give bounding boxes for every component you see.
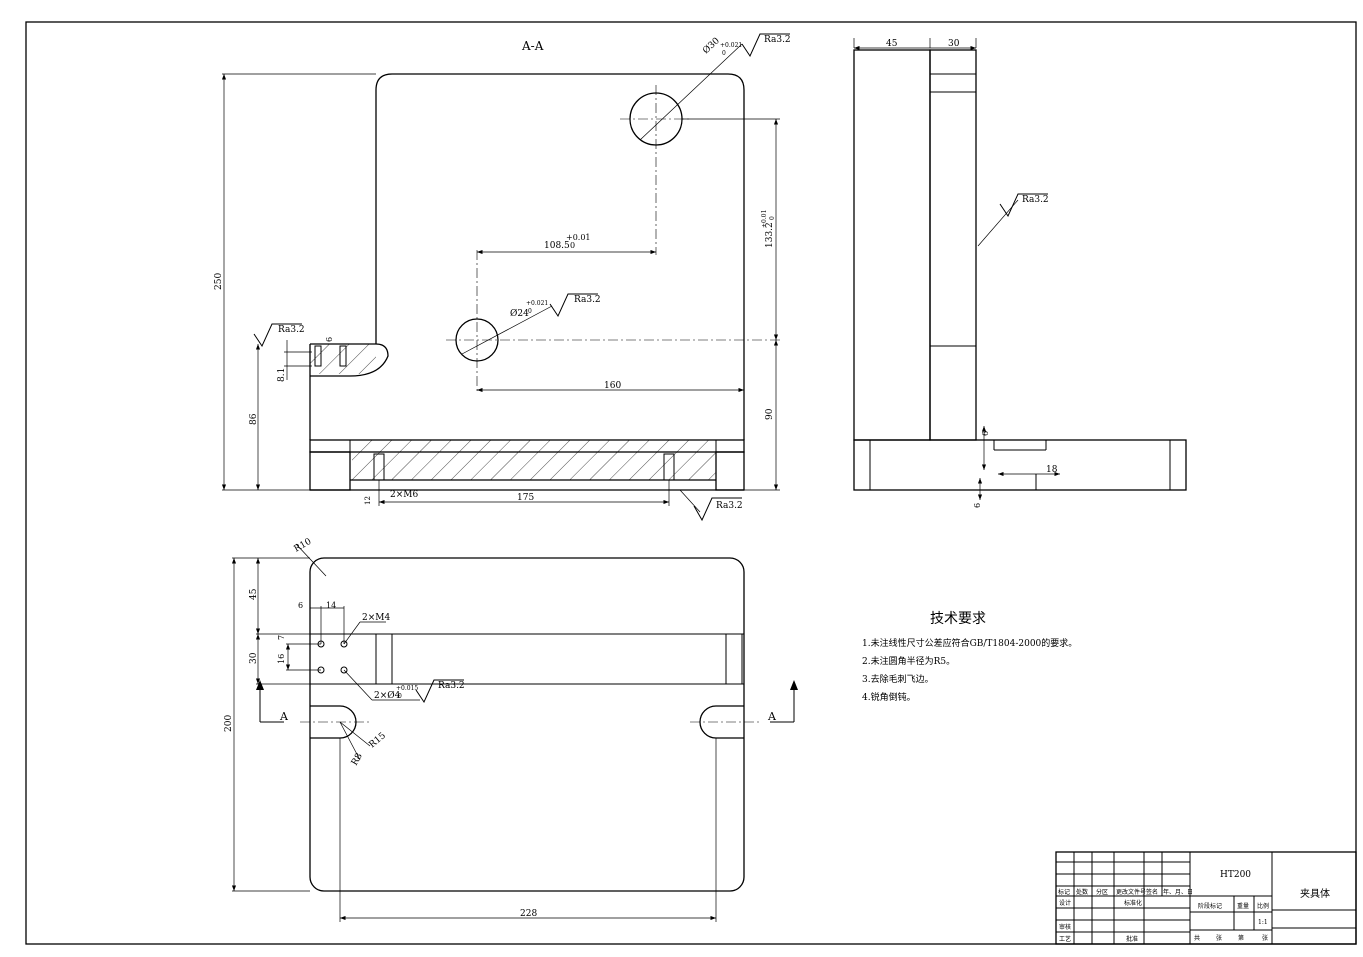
dim-hole-small: Ø24 [510,308,529,319]
svg-text:+0.01: +0.01 [761,210,768,228]
section-label: A-A [521,39,544,53]
dim-vertical-lower: 90 [765,408,775,420]
dim-side-width-left: 45 [886,39,898,49]
dim-plan-total-height: 200 [224,715,234,732]
svg-text:+0.021: +0.021 [720,42,742,49]
section-arrow-left: A [279,710,289,723]
dim-side-step-top: 6 [981,431,990,436]
sheet-unit2-label: 张 [1262,934,1268,942]
svg-text:Ra3.2: Ra3.2 [716,501,743,511]
approval-label: 批准 [1126,935,1138,943]
dim-side-step-bottom: 6 [973,503,982,508]
tech-req-item: 2.未注圆角半径为R5。 [862,655,955,667]
dim-plan-small-c: 7 [277,635,286,640]
sheet-unit-label: 张 [1216,934,1222,942]
tech-req-item: 1.未注线性尺寸公差应符合GB/T1804-2000的要求。 [862,637,1077,649]
row-label: 工艺 [1059,935,1071,943]
dim-plan-small-a: 6 [298,601,303,610]
material: HT200 [1220,870,1251,880]
header-label: 年、月、日 [1163,888,1193,896]
technical-requirements: 技术要求 1.未注线性尺寸公差应符合GB/T1804-2000的要求。 2.未注… [862,611,1077,703]
dim-plan-radius-slot: R15 [368,731,389,751]
drawing-frame [25,21,1357,945]
dim-center-distance: 160 [604,381,621,391]
dim-thread-note: 2×M6 [390,490,418,500]
standardization-label: 标准化 [1124,899,1142,907]
header-label: 签名 [1146,888,1158,896]
dim-side-width-right: 30 [948,39,960,49]
svg-text:Ra3.2: Ra3.2 [574,295,601,305]
svg-text:+0.01: +0.01 [566,233,591,242]
stage-mark-label: 阶段标记 [1198,902,1222,910]
scale-value: 1:1 [1258,919,1268,926]
plan-view: A A R10 200 45 30 6 14 7 16 2×M4 [224,537,798,922]
row-label: 审核 [1059,923,1071,931]
dim-side-step-width: 18 [1046,465,1058,475]
svg-text:+0.021: +0.021 [526,300,548,307]
tech-req-item: 4.锐角倒钝。 [862,691,916,703]
plan-pin-note: 2×Ø4 [374,690,401,701]
part-name: 夹具体 [1300,887,1330,900]
header-label: 标记 [1058,888,1070,896]
dim-thread-depth: 12 [364,496,372,505]
dim-plan-small-b: 14 [326,601,336,610]
row-label: 设计 [1059,899,1071,907]
svg-text:+0.015: +0.015 [396,685,418,692]
scale-label: 比例 [1257,902,1269,910]
plan-thread-note: 2×M4 [362,613,390,623]
svg-text:0: 0 [570,241,575,250]
svg-text:0: 0 [398,693,402,700]
dim-plan-small-d: 16 [277,654,286,664]
svg-text:Ra3.2: Ra3.2 [1022,195,1049,205]
tech-req-item: 3.去除毛刺飞边。 [862,673,934,685]
svg-text:Ra3.2: Ra3.2 [438,681,465,691]
dim-horizontal-upper: 108.5 [544,241,570,251]
dim-base-width: 175 [517,493,534,503]
section-arrow-right: A [767,710,777,723]
dim-vertical-right: 133.2 [765,222,775,248]
svg-text:0: 0 [722,50,726,57]
sheet-total-label: 共 [1194,934,1200,942]
dim-height: 250 [214,273,224,290]
header-label: 更改文件号 [1116,888,1146,896]
dim-offset: 8.1 [277,368,287,382]
svg-text:0: 0 [769,216,776,220]
sheet-no-label: 第 [1238,934,1244,942]
title-block: 标记 处数 分区 更改文件号 签名 年、月、日 设计 审核 工艺 标准化 批准 … [1055,851,1357,945]
dim-hole-large: Ø30 [701,35,722,56]
dim-plan-top-offset: 45 [249,588,259,600]
dim-small: 6 [325,337,334,342]
tech-req-title: 技术要求 [930,611,986,627]
dim-plan-radius-slot-inner: R8 [350,751,365,767]
svg-text:Ra3.2: Ra3.2 [278,325,305,335]
weight-label: 重量 [1237,902,1249,910]
dim-plan-bottom-width: 228 [520,909,537,919]
dim-low-height: 86 [249,413,259,425]
side-view: 45 30 Ra3.2 6 18 6 [853,38,1187,508]
svg-text:0: 0 [528,308,532,315]
header-label: 处数 [1076,888,1088,896]
svg-text:Ra3.2: Ra3.2 [764,35,791,45]
section-view-aa: A-A 250 86 [214,33,791,522]
header-label: 分区 [1096,888,1108,896]
dim-plan-slot-width: 30 [249,652,259,664]
